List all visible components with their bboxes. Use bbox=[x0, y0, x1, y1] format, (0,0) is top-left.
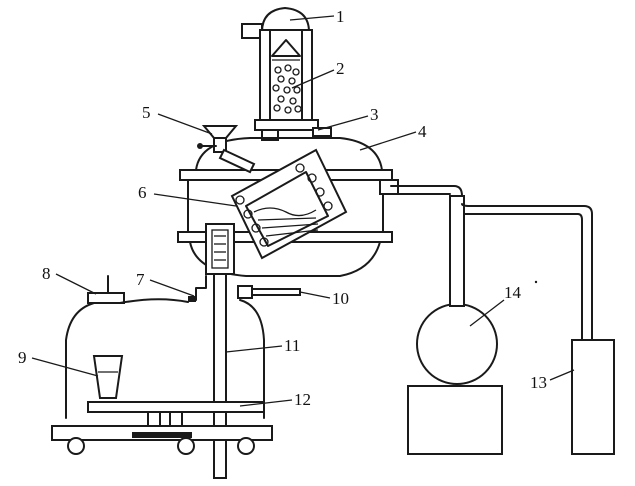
leader-4 bbox=[359, 131, 417, 151]
funnel-valve-knob bbox=[197, 143, 203, 149]
pipe-to-flask-outer bbox=[397, 185, 463, 197]
hopper-mount-3 bbox=[312, 127, 332, 137]
leader-14 bbox=[469, 299, 505, 327]
granule-heap-top bbox=[271, 39, 301, 57]
flask-stand-block bbox=[407, 385, 503, 455]
leader-1 bbox=[289, 15, 335, 21]
leader-5 bbox=[157, 113, 213, 135]
hopper-cap bbox=[260, 6, 311, 33]
label-9: 9 bbox=[18, 348, 27, 367]
label-4: 4 bbox=[418, 122, 427, 141]
valve-body bbox=[237, 285, 253, 299]
label-10: 10 bbox=[332, 289, 349, 308]
wheel-middle bbox=[177, 437, 195, 455]
leader-2 bbox=[291, 69, 335, 89]
leader-6 bbox=[153, 193, 237, 207]
leader-lines bbox=[31, 15, 575, 407]
cylinder-13 bbox=[571, 339, 615, 455]
inner-beaker bbox=[92, 355, 124, 399]
receiver-cylinder bbox=[571, 339, 615, 455]
top-hopper bbox=[241, 6, 332, 141]
label-2: 2 bbox=[336, 59, 345, 78]
spout-tip bbox=[188, 296, 196, 302]
part-labels: 1 2 3 4 5 6 7 8 9 10 11 12 13 14 bbox=[18, 7, 547, 409]
pipe-to-cylinder-outer bbox=[461, 203, 593, 341]
leader-12 bbox=[239, 399, 293, 407]
leader-9 bbox=[31, 357, 99, 377]
label-8: 8 bbox=[42, 264, 51, 283]
drum-liquid-lines bbox=[257, 217, 319, 237]
receiving-vessel bbox=[51, 275, 273, 455]
label-6: 6 bbox=[138, 183, 147, 202]
label-1: 1 bbox=[336, 7, 345, 26]
drum-inner bbox=[245, 171, 329, 247]
label-13: 13 bbox=[530, 373, 547, 392]
hopper-cylinder bbox=[259, 29, 313, 121]
flask-neck-tube bbox=[449, 195, 465, 307]
rotating-drum bbox=[230, 148, 348, 260]
outlet-spout bbox=[188, 275, 207, 302]
side-valve bbox=[237, 285, 301, 299]
valve-lever bbox=[251, 288, 301, 296]
label-14: 14 bbox=[504, 283, 522, 302]
leader-10 bbox=[299, 291, 331, 299]
leader-11 bbox=[225, 345, 283, 353]
cart-plate bbox=[132, 432, 192, 438]
shaft-rod bbox=[213, 273, 227, 479]
leader-13 bbox=[549, 369, 575, 381]
drum-liquid-surface bbox=[253, 207, 317, 217]
wheel-left bbox=[67, 437, 85, 455]
hopper-base-flange bbox=[254, 119, 319, 131]
platform-12 bbox=[87, 401, 265, 413]
round-flask-14 bbox=[416, 303, 498, 385]
flask-left-wall bbox=[65, 302, 95, 419]
condenser-flask bbox=[407, 195, 503, 455]
gauge-window bbox=[211, 229, 229, 269]
label-3: 3 bbox=[370, 105, 379, 124]
gauge-housing bbox=[205, 223, 235, 275]
leader-3 bbox=[317, 115, 369, 131]
feed-funnel bbox=[197, 125, 256, 174]
funnel-chute bbox=[218, 148, 256, 174]
label-11: 11 bbox=[284, 336, 300, 355]
pipe-to-cylinder-inner bbox=[463, 213, 583, 341]
granules bbox=[272, 64, 302, 114]
drum-bolts bbox=[235, 163, 333, 247]
leader-7 bbox=[149, 279, 195, 297]
flask-shoulder bbox=[119, 298, 189, 304]
piping bbox=[390, 185, 593, 341]
label-5: 5 bbox=[142, 103, 151, 122]
vessel-dome bbox=[195, 137, 383, 171]
flask-right-wall bbox=[239, 299, 265, 419]
funnel-cup bbox=[201, 125, 239, 139]
hopper-valve bbox=[261, 129, 279, 141]
gauge-ticks bbox=[214, 235, 226, 261]
speck bbox=[534, 280, 538, 284]
flask-stopper bbox=[87, 292, 125, 304]
leader-8 bbox=[55, 273, 97, 295]
wheel-right bbox=[237, 437, 255, 455]
label-12: 12 bbox=[294, 390, 311, 409]
vessel-bottom bbox=[189, 241, 381, 277]
label-7: 7 bbox=[136, 270, 145, 289]
